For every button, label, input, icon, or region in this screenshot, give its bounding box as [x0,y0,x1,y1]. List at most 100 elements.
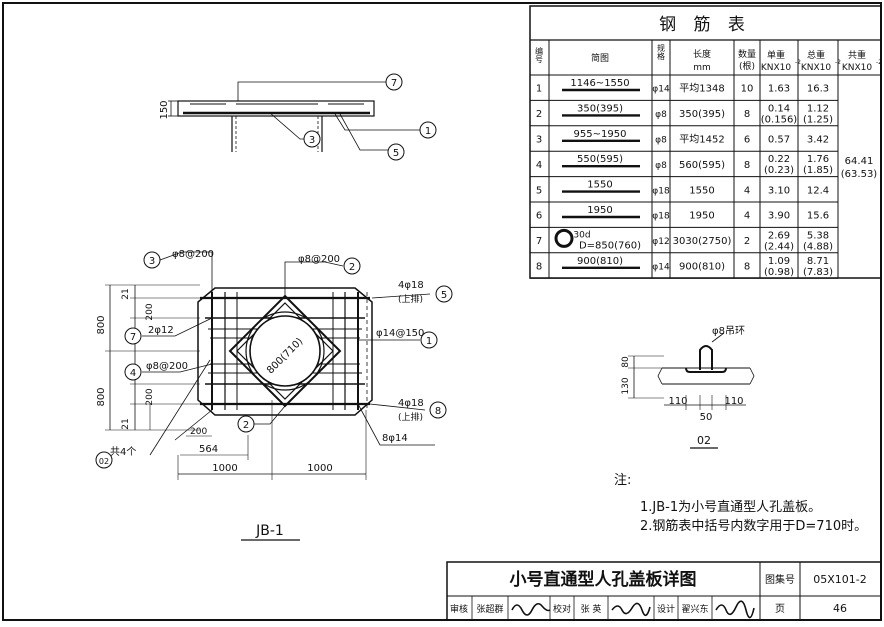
row-shape: 350(395) [577,103,623,114]
callout-5-text: 4φ18 [398,280,424,291]
dim-200-h: 200 [190,427,207,437]
row-no: 6 [536,211,542,222]
hdr-length: 长度 [693,48,711,60]
hdr-shape: 简图 [591,52,609,64]
row-count: 8 [744,160,750,171]
hdr-spec: 规格 [657,43,666,61]
hdr-unit-weight-unit: KNX10 [761,63,792,73]
rebar-table: 钢 筋 表 编号 简图 规格 长度 mm 数量 (根) 单重 KNX10 -2 … [529,5,882,279]
plan-mark-circle [95,451,113,469]
dim-564: 564 [199,444,218,455]
atlas-label: 图集号 [765,573,795,586]
dim-21-bot: 21 [121,418,131,429]
plan-mark-circle [420,331,438,349]
section-mark: 5 [393,148,399,159]
plan-mark: 8 [435,406,441,417]
row-length: 350(395) [679,109,725,120]
row-count: 4 [744,185,750,196]
row-total-weight: 1.12 [807,103,829,114]
row-unit-weight: 0.57 [768,135,790,146]
hdr-count-unit: (根) [739,60,755,72]
hdr-total-weight-exp: -2 [835,59,841,66]
callout-02-text: 共4个 [110,446,136,458]
hdr-sum-weight-exp: -2 [876,59,882,66]
row-shape: D=850(760) [579,240,641,251]
callout-8-sub: (上排) [398,411,423,423]
dim-800-top: 800 [96,315,107,334]
row-count: 4 [744,211,750,222]
row-unit-weight: 3.90 [768,211,790,222]
row-length: 1950 [689,211,714,222]
dim-1000-right: 1000 [307,463,332,474]
plan-mark: 2 [243,420,249,431]
row-unit-weight: 2.69 [768,230,790,241]
row-total-weight: 8.71 [807,256,829,267]
row-total-weight: 3.42 [807,135,829,146]
row-count: 8 [744,109,750,120]
hdr-unit-weight: 单重 [767,49,785,61]
row-total-weight-b: (7.83) [803,267,833,278]
plan-mark: 7 [130,332,136,343]
row-length: 平均1348 [679,83,724,95]
row-total-weight-b: (1.85) [803,165,833,176]
row-spec: φ8 [655,136,667,146]
row-length: 1550 [689,185,714,196]
row-spec: φ12 [652,237,669,247]
row-length: 900(810) [679,262,725,273]
callout-1-text: φ14@150 [376,328,424,339]
row-shape: 1146~1550 [570,78,629,89]
title-block [446,561,882,621]
row-spec: φ14 [652,263,670,273]
plan-mark-circle [124,327,142,345]
callout-4-text: φ8@200 [146,361,188,372]
plan-mark: 4 [130,368,136,379]
plan-mark: 3 [149,256,155,267]
section-mark-circle [387,143,405,161]
row-no: 8 [536,262,542,273]
atlas-no: 05X101-2 [813,573,867,586]
row-unit-weight: 0.22 [768,154,790,165]
hdr-length-unit: mm [693,63,711,73]
dim-21-top: 21 [121,288,131,299]
plan-view [105,251,435,541]
design-name: 翟兴东 [681,603,708,615]
section-mark: 7 [391,78,397,89]
row-no: 3 [536,135,542,146]
plan-mark-circle [237,415,255,433]
plan-texts: φ8@200 φ8@200 4φ18 (上排) 2φ12 φ14@150 φ8@… [96,249,424,539]
signature-review [511,602,551,616]
hdr-count: 数量 [738,48,756,60]
row-count: 8 [744,262,750,273]
ring-title: 02 [697,434,711,447]
row-total-weight: 5.38 [807,230,829,241]
design-label: 设计 [657,603,675,615]
section-mark: 3 [309,135,315,146]
ring-detail [628,332,755,449]
row-total-weight-b: (4.88) [803,241,833,252]
row-unit-weight-b: (2.44) [764,241,794,252]
section-mark-circle [303,130,321,148]
row-length: 平均1452 [679,134,724,146]
hdr-no: 编号 [535,46,544,64]
callout-8-extra: 8φ14 [382,433,408,444]
plan-mark-circle [124,363,142,381]
note-2: 2.钢筋表中括号内数字用于D=710时。 [640,518,867,534]
callout-8-text: 4φ18 [398,398,424,409]
callout-7-text: 2φ12 [148,325,174,336]
plan-mark: 1 [426,336,432,347]
ring-bar-shape [554,228,574,248]
notes: 注: 1.JB-1为小号直通型人孔盖板。 2.钢筋表中括号内数字用于D=710时… [614,473,867,534]
row-count: 2 [744,236,750,247]
row-total-weight: 16.3 [807,84,829,95]
row-unit-weight-b: (0.98) [764,267,794,278]
dim-200-a: 200 [145,303,155,320]
row-count: 10 [741,84,754,95]
row-unit-weight-b: (0.156) [761,114,798,125]
row-shape: 1550 [587,180,612,191]
